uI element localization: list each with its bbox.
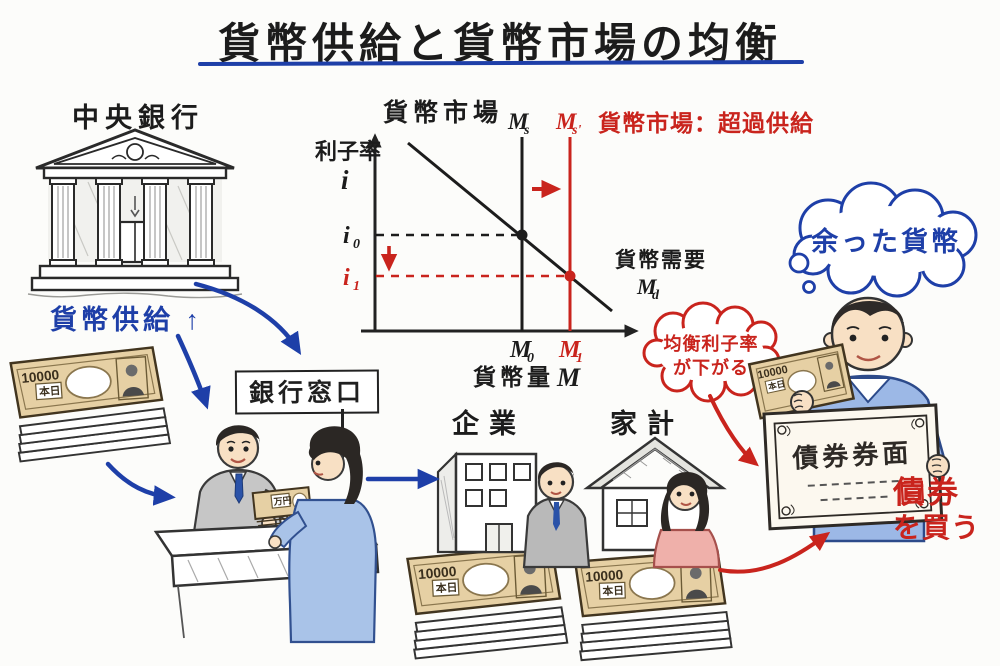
businessman: [522, 462, 591, 569]
y-axis-symbol: i: [341, 165, 349, 195]
arrow-supply-to-teller: [175, 333, 211, 410]
central-bank-label: 中央銀行: [72, 103, 204, 133]
red-seal: [900, 480, 925, 505]
svg-text:0: 0: [353, 237, 360, 252]
chart-title: 貨幣市場: [383, 98, 503, 127]
page-title: 貨幣供給と貨幣市場の均衡: [217, 20, 782, 67]
svg-text:d: d: [652, 288, 660, 303]
svg-text:s': s': [571, 123, 581, 138]
rate-falls-text-line2: が下がる: [673, 357, 749, 378]
demand-curve-md: [407, 141, 613, 313]
buy-bonds-line2: を買う: [893, 512, 981, 544]
svg-text:1: 1: [353, 279, 360, 294]
i1-label: i: [343, 265, 350, 291]
buyer-head: [823, 296, 913, 372]
demand-label: 貨幣需要: [615, 248, 707, 272]
md-label: M: [636, 274, 658, 299]
new-equilibrium-point: [564, 270, 576, 282]
leftover-money-thought-bubble: 余った貨幣: [792, 181, 978, 298]
buy-bonds-note: 債券 を買う: [893, 474, 980, 545]
svg-text:s: s: [523, 123, 530, 138]
central-bank-building-illustration: [27, 128, 243, 299]
x-axis-label: 貨幣量: [473, 364, 554, 390]
ms-label: M: [507, 109, 530, 134]
svg-text:0: 0: [527, 351, 534, 366]
ms-prime-label: M: [555, 109, 578, 134]
bond-buyer-illustration: 10000 本日 債券券面: [747, 296, 950, 543]
excess-supply-note: 貨幣市場：超過供給: [598, 110, 814, 136]
rate-falls-text-line1: 均衡利子率: [664, 333, 759, 354]
office-building: [436, 451, 538, 554]
held-banknote: 10000 本日: [747, 343, 856, 420]
money-supply-note: 貨幣供給 ↑: [50, 305, 204, 335]
buyer-right-hand: [926, 454, 950, 478]
bank-teller-scene-illustration: 万円: [153, 425, 380, 644]
customer-person: [268, 426, 378, 644]
m0-label: M: [509, 337, 533, 363]
rate-falls-callout: 均衡利子率 が下がる: [642, 301, 781, 403]
initial-equilibrium-point: [516, 229, 528, 241]
y-axis-label: 利子率: [315, 139, 381, 164]
household-woman: [652, 472, 721, 569]
household-illustration: [583, 436, 727, 569]
bank-columns: [49, 177, 215, 267]
household-label: 家計: [610, 409, 684, 439]
bill-band-label: 万円: [272, 495, 292, 507]
leftover-money-text: 余った貨幣: [810, 226, 961, 257]
money-market-chart: 貨幣市場 利子率 i M s M s' i 0 i 1 M 0 M 1 貨幣量 …: [315, 98, 707, 392]
bank-pediment: [35, 128, 235, 180]
svg-text:本日: 本日: [767, 378, 786, 391]
bond-certificate-title: 債券券面: [791, 437, 913, 473]
m1-label: M: [558, 337, 582, 363]
company-illustration: [436, 451, 591, 569]
buyer-left-hand: [790, 390, 814, 414]
x-axis-symbol: M: [556, 363, 581, 392]
bank-steps: [27, 264, 243, 299]
i0-label: i: [343, 223, 350, 249]
svg-text:1: 1: [576, 351, 583, 366]
company-label: 企業: [452, 409, 526, 439]
buy-bonds-line1: 債券: [893, 475, 961, 510]
